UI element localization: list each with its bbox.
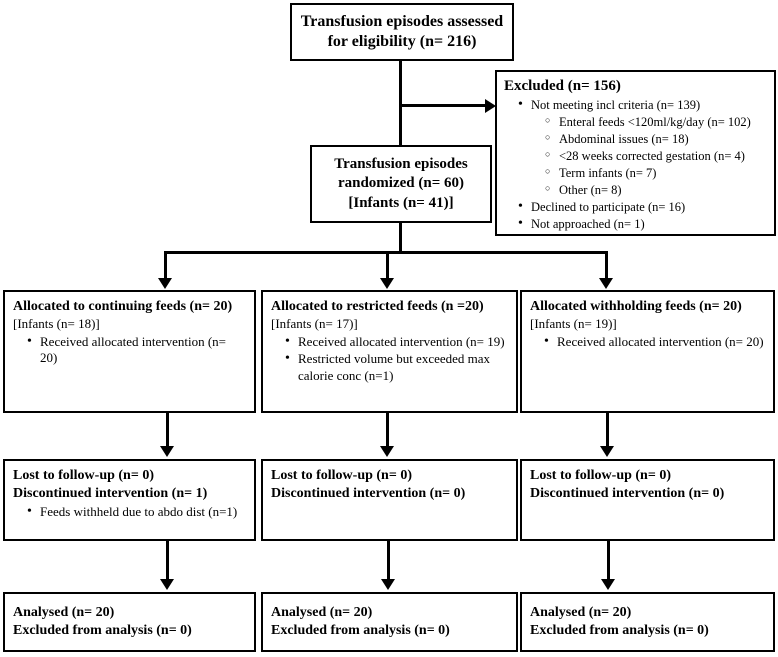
excluded-subitem: Enteral feeds <120ml/kg/day (n= 102) <box>545 114 767 130</box>
randomized-box: Transfusion episodes randomized (n= 60) … <box>310 145 492 223</box>
arrow-to-followup-2-icon <box>380 446 394 457</box>
followup-box-restricted: Lost to follow-up (n= 0) Discontinued in… <box>261 459 518 541</box>
allocation-item: Restricted volume but exceeded max calor… <box>285 350 508 384</box>
connector-alloc3-to-followup3 <box>606 413 609 447</box>
allocation-list: Received allocated intervention (n= 20) <box>13 333 246 367</box>
allocation-box-continuing: Allocated to continuing feeds (n= 20) [I… <box>3 290 256 413</box>
excluded-subitem: <28 weeks corrected gestation (n= 4) <box>545 148 767 164</box>
connector-followup3-to-analysis3 <box>607 541 610 580</box>
analysis-excluded: Excluded from analysis (n= 0) <box>271 622 450 638</box>
allocation-item: Received allocated intervention (n= 20) <box>544 333 765 351</box>
excluded-item: Declined to participate (n= 16) <box>518 198 767 216</box>
followup-item: Feeds withheld due to abdo dist (n=1) <box>27 503 246 521</box>
followup-lost: Lost to follow-up (n= 0) <box>271 468 412 483</box>
arrow-to-allocation-2-icon <box>380 278 394 289</box>
arrow-to-excluded-icon <box>485 99 496 113</box>
connector-alloc2-to-followup2 <box>386 413 389 447</box>
randomized-line-3: [Infants (n= 41)] <box>348 194 454 211</box>
allocation-infants: [Infants (n= 17)] <box>271 315 358 331</box>
arrow-to-followup-1-icon <box>160 446 174 457</box>
connector-alloc1-to-followup1 <box>166 413 169 447</box>
arrow-to-allocation-1-icon <box>158 278 172 289</box>
allocation-title: Allocated withholding feeds (n= 20) <box>530 299 742 314</box>
excluded-title: Excluded (n= 156) <box>504 78 621 94</box>
followup-lost: Lost to follow-up (n= 0) <box>13 468 154 483</box>
allocation-item: Received allocated intervention (n= 20) <box>27 333 246 367</box>
followup-box-withholding: Lost to follow-up (n= 0) Discontinued in… <box>520 459 775 541</box>
followup-discontinued: Discontinued intervention (n= 0) <box>530 485 725 501</box>
followup-discontinued: Discontinued intervention (n= 1) <box>13 485 208 501</box>
randomized-line-2: randomized (n= 60) <box>337 175 465 192</box>
analysis-analysed: Analysed (n= 20) <box>13 605 115 620</box>
analysis-analysed: Analysed (n= 20) <box>271 605 373 620</box>
excluded-item-label: Not meeting incl criteria (n= 139) <box>531 98 701 113</box>
arrow-to-allocation-3-icon <box>599 278 613 289</box>
excluded-subitem: Abdominal issues (n= 18) <box>545 131 767 147</box>
analysis-excluded: Excluded from analysis (n= 0) <box>13 622 192 638</box>
connector-randomized-down <box>399 223 402 254</box>
randomized-line-1: Transfusion episodes <box>334 156 468 173</box>
analysis-excluded: Excluded from analysis (n= 0) <box>530 622 709 638</box>
allocation-infants: [Infants (n= 18)] <box>13 315 100 331</box>
allocation-item: Received allocated intervention (n= 19) <box>285 333 508 351</box>
allocation-list: Received allocated intervention (n= 19) … <box>271 333 508 385</box>
assessed-line-1: Transfusion episodes assessed <box>300 12 504 30</box>
analysis-box-withholding: Analysed (n= 20) Excluded from analysis … <box>520 592 775 652</box>
analysis-analysed: Analysed (n= 20) <box>530 605 632 620</box>
analysis-box-restricted: Analysed (n= 20) Excluded from analysis … <box>261 592 518 652</box>
connector-branch-2 <box>386 251 389 280</box>
connector-branch-1 <box>164 251 167 280</box>
arrow-to-analysis-3-icon <box>601 579 615 590</box>
allocation-box-restricted: Allocated to restricted feeds (n =20) [I… <box>261 290 518 413</box>
excluded-subitem: Other (n= 8) <box>545 182 767 198</box>
allocation-list: Received allocated intervention (n= 20) <box>530 333 765 351</box>
followup-discontinued: Discontinued intervention (n= 0) <box>271 485 466 501</box>
allocation-box-withholding: Allocated withholding feeds (n= 20) [Inf… <box>520 290 775 413</box>
arrow-to-followup-3-icon <box>600 446 614 457</box>
arrow-to-analysis-1-icon <box>160 579 174 590</box>
connector-followup1-to-analysis1 <box>166 541 169 580</box>
excluded-subitem: Term infants (n= 7) <box>545 165 767 181</box>
allocation-title: Allocated to restricted feeds (n =20) <box>271 299 484 314</box>
allocation-infants: [Infants (n= 19)] <box>530 315 617 331</box>
excluded-subitems: Enteral feeds <120ml/kg/day (n= 102) Abd… <box>531 114 767 198</box>
followup-box-continuing: Lost to follow-up (n= 0) Discontinued in… <box>3 459 256 541</box>
excluded-box: Excluded (n= 156) Not meeting incl crite… <box>495 70 776 236</box>
connector-to-excluded <box>399 104 486 107</box>
excluded-item: Not meeting incl criteria (n= 139) Enter… <box>518 96 767 198</box>
connector-branch-3 <box>605 251 608 280</box>
arrow-to-analysis-2-icon <box>381 579 395 590</box>
excluded-item: Not approached (n= 1) <box>518 215 767 233</box>
assessed-line-2: for eligibility (n= 216) <box>327 33 477 50</box>
analysis-box-continuing: Analysed (n= 20) Excluded from analysis … <box>3 592 256 652</box>
followup-list: Feeds withheld due to abdo dist (n=1) <box>13 503 246 521</box>
followup-lost: Lost to follow-up (n= 0) <box>530 468 671 483</box>
allocation-title: Allocated to continuing feeds (n= 20) <box>13 299 233 314</box>
connector-followup2-to-analysis2 <box>387 541 390 580</box>
excluded-list: Not meeting incl criteria (n= 139) Enter… <box>504 96 767 233</box>
assessed-for-eligibility-box: Transfusion episodes assessed for eligib… <box>290 3 514 61</box>
